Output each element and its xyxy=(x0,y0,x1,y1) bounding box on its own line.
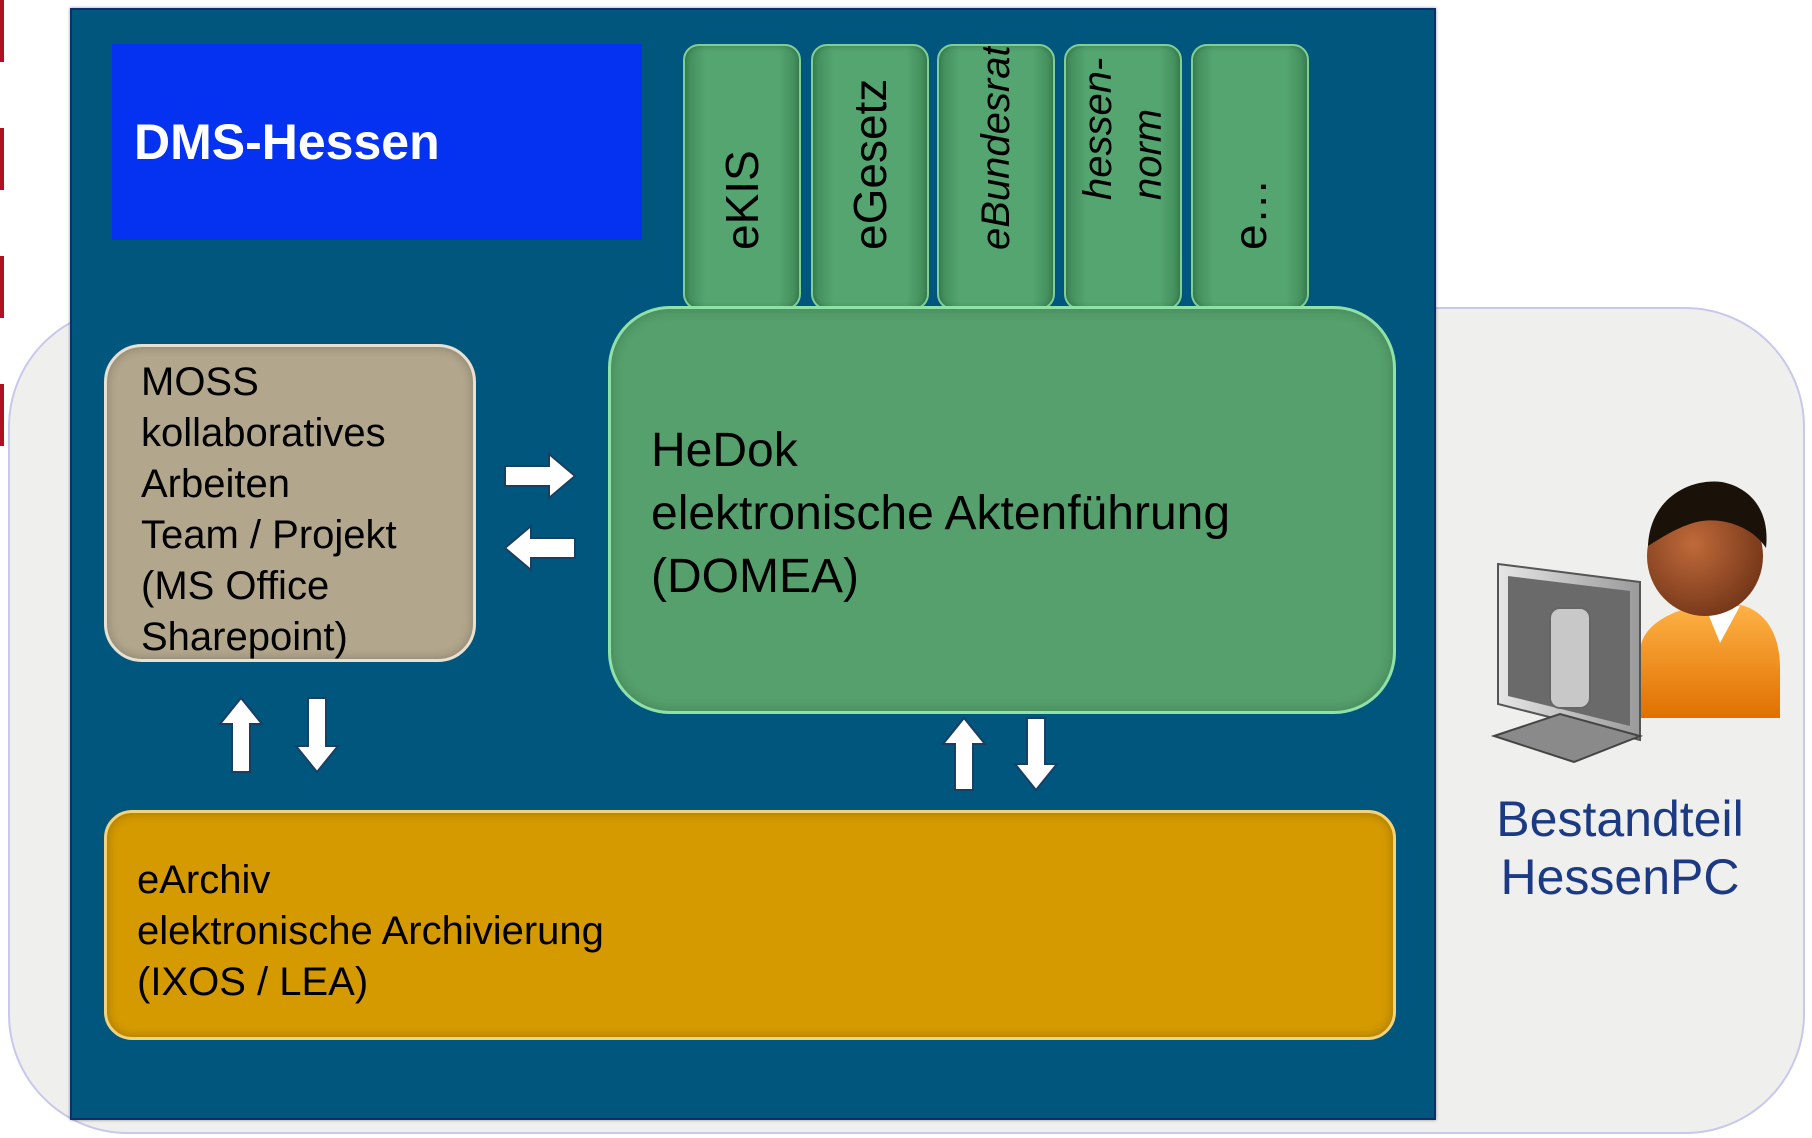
module-label: e… xyxy=(1224,178,1276,250)
module-egesetz: eGesetz xyxy=(811,44,929,310)
hedok-line: (DOMEA) xyxy=(651,550,859,603)
hedok-text: HeDok elektronische Aktenführung (DOMEA) xyxy=(651,419,1230,608)
earchiv-text: eArchiv elektronische Archivierung (IXOS… xyxy=(137,855,604,1008)
module-label: eKIS xyxy=(716,150,768,250)
hedok-line: elektronische Aktenführung xyxy=(651,487,1231,540)
edge-mark xyxy=(0,0,4,62)
bestandteil-line1: Bestandteil xyxy=(1496,791,1744,847)
moss-text: MOSS kollaboratives Arbeiten Team / Proj… xyxy=(141,357,397,663)
bestandteil-line2: HessenPC xyxy=(1500,849,1740,905)
dms-title: DMS-Hessen xyxy=(134,114,440,170)
moss-line: Arbeiten xyxy=(141,462,290,506)
arrow-right-icon xyxy=(503,452,577,500)
arrow-left-icon xyxy=(503,524,577,572)
edge-mark xyxy=(0,256,4,318)
module-more: e… xyxy=(1191,44,1309,310)
earchiv-line: eArchiv xyxy=(137,858,271,902)
arrow-up-icon xyxy=(218,696,264,774)
dms-title-box: DMS-Hessen xyxy=(112,44,642,240)
module-label: eBundesrat xyxy=(974,45,1018,250)
hedok-box: HeDok elektronische Aktenführung (DOMEA) xyxy=(608,306,1396,714)
moss-box: MOSS kollaboratives Arbeiten Team / Proj… xyxy=(104,344,476,662)
module-label: hessen- norm xyxy=(1076,57,1170,200)
module-label: eGesetz xyxy=(844,78,896,250)
moss-line: (MS Office xyxy=(141,564,330,608)
moss-line: MOSS xyxy=(141,360,259,404)
hedok-line: HeDok xyxy=(651,424,798,477)
module-hessennorm: hessen- norm xyxy=(1064,44,1182,310)
arrow-up-icon xyxy=(941,716,987,792)
user-at-computer-icon xyxy=(1490,478,1780,768)
arrow-down-icon xyxy=(294,696,340,774)
moss-line: kollaboratives xyxy=(141,411,386,455)
module-ebundesrat: eBundesrat xyxy=(937,44,1055,310)
earchiv-box: eArchiv elektronische Archivierung (IXOS… xyxy=(104,810,1396,1040)
arrow-down-icon xyxy=(1013,716,1059,792)
edge-mark xyxy=(0,384,4,446)
bestandteil-label: Bestandteil HessenPC xyxy=(1460,790,1780,906)
edge-mark xyxy=(0,128,4,190)
earchiv-line: (IXOS / LEA) xyxy=(137,960,369,1004)
module-ekis: eKIS xyxy=(683,44,801,310)
moss-line: Sharepoint) xyxy=(141,615,348,659)
moss-line: Team / Projekt xyxy=(141,513,397,557)
earchiv-line: elektronische Archivierung xyxy=(137,909,604,953)
